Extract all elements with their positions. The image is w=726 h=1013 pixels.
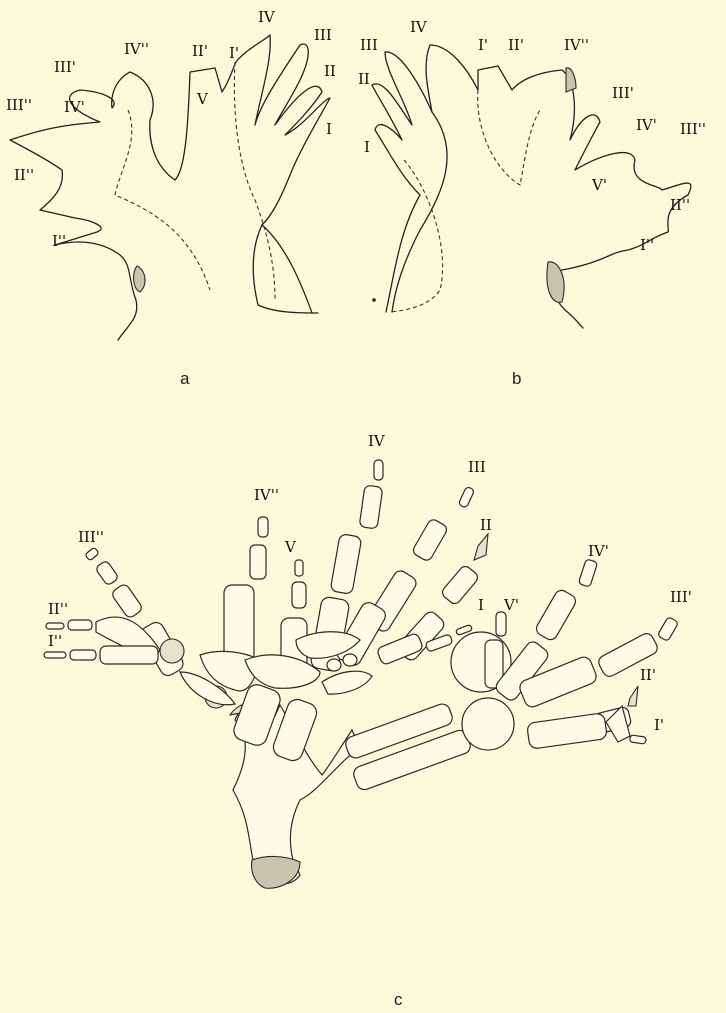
label-c-V-prime: V' — [503, 596, 519, 614]
panel-a-dashed-right — [234, 62, 275, 300]
label-c-II-double-prime: II'' — [48, 600, 68, 618]
label-a-IV-prime: IV' — [64, 98, 85, 116]
label-c-IV-prime: IV' — [588, 542, 609, 560]
panel-b-label: b — [512, 369, 521, 388]
label-a-II: II — [324, 62, 336, 80]
label-a-I: I — [326, 120, 332, 138]
label-a-II-prime: II' — [192, 42, 208, 60]
labels-panel-c: IV III II I IV'' V III'' II'' I'' IV' V'… — [48, 432, 692, 734]
label-b-II: II — [358, 70, 370, 88]
label-b-V-prime: V' — [591, 176, 607, 194]
label-b-I-prime: I' — [478, 36, 488, 54]
stem-distal-cap — [252, 856, 300, 888]
label-c-I-double-prime: I'' — [48, 632, 62, 650]
label-b-I: I — [364, 138, 370, 156]
panel-b-left-outline — [372, 45, 478, 312]
label-c-III-prime: III' — [670, 588, 692, 606]
label-a-III-double-prime: III'' — [6, 96, 32, 114]
label-c-IV: IV — [368, 432, 386, 450]
panel-a-label: a — [180, 369, 190, 388]
panel-b-tip — [566, 68, 576, 92]
label-b-I-double-prime: I'' — [640, 236, 654, 254]
panel-c-drawing: c — [44, 460, 679, 1009]
panel-b-dashed-left — [478, 90, 540, 185]
panel-b-dot — [372, 298, 376, 302]
panel-a-right-outline — [253, 35, 330, 313]
panel-a-left-outline — [10, 35, 270, 340]
label-c-III-double-prime: III'' — [78, 528, 104, 546]
forearm-bones — [344, 702, 473, 792]
panel-b-pad — [547, 262, 564, 303]
label-a-I-double-prime: I'' — [52, 232, 66, 250]
label-b-IV: IV — [410, 18, 428, 36]
label-c-V: V — [284, 538, 297, 556]
label-b-IV-prime: IV' — [636, 116, 657, 134]
label-a-I-prime: I' — [229, 44, 239, 62]
label-b-II-double-prime: II'' — [670, 196, 690, 214]
label-a-II-double-prime: II'' — [14, 166, 34, 184]
panel-b-drawing: b — [372, 45, 691, 388]
label-a-III: III — [314, 26, 332, 44]
label-b-III: III — [360, 36, 378, 54]
label-a-III-prime: III' — [54, 58, 76, 76]
label-b-III-double-prime: III'' — [680, 120, 706, 138]
label-c-III: III — [468, 458, 486, 476]
digit-ray-IV-double-prime — [224, 517, 268, 669]
panel-c-label: c — [394, 990, 403, 1009]
label-c-I: I — [478, 596, 484, 614]
label-a-IV-double-prime: IV'' — [124, 40, 149, 58]
panel-a-inner-line — [262, 225, 312, 313]
labels-panel-b: IV III II I I' II' IV'' III' IV' III'' V… — [358, 18, 706, 254]
label-b-II-prime: II' — [508, 36, 524, 54]
panel-a-dashed-left — [115, 110, 210, 290]
label-a-V: V — [196, 90, 209, 108]
label-c-II: II — [480, 516, 492, 534]
label-b-III-prime: III' — [612, 84, 634, 102]
panel-a-pad — [134, 266, 145, 292]
panel-b-right-outline — [478, 66, 691, 328]
panel-b-inner-line — [392, 112, 447, 312]
label-c-II-prime: II' — [640, 666, 656, 684]
label-a-IV: IV — [258, 8, 276, 26]
panel-a-drawing: a — [10, 35, 330, 388]
label-c-IV-double-prime: IV'' — [254, 486, 279, 504]
label-c-I-prime: I' — [654, 716, 664, 734]
label-b-IV-double-prime: IV'' — [564, 36, 589, 54]
